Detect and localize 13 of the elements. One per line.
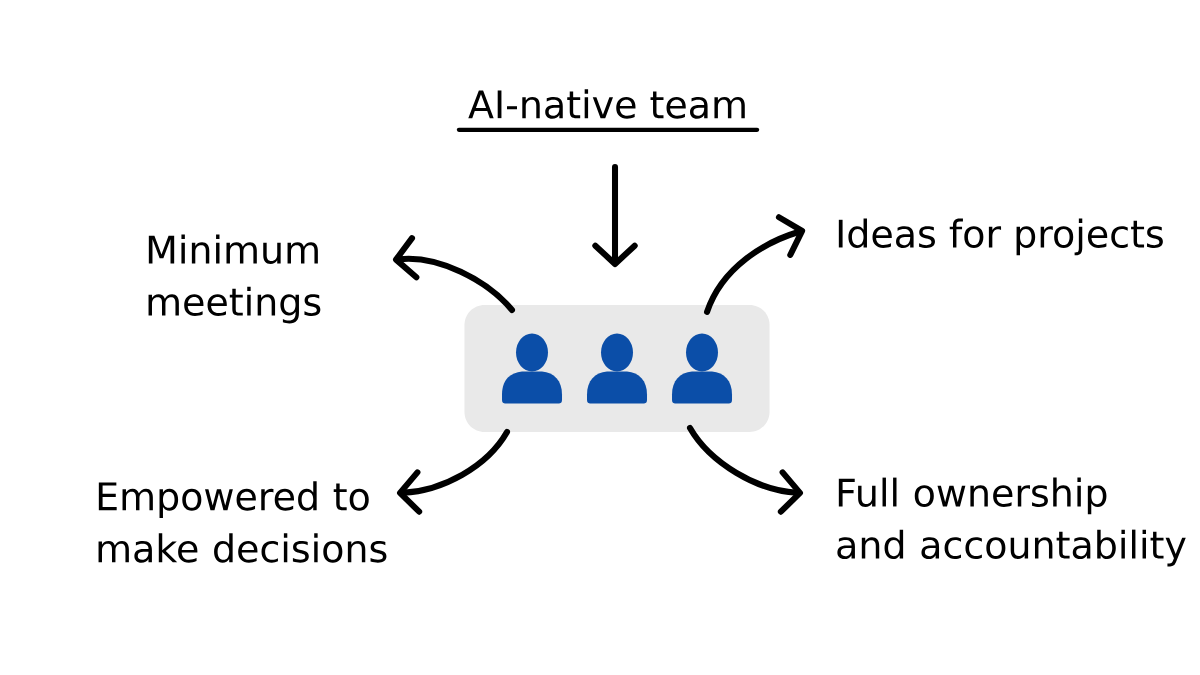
curved-arrow bbox=[704, 214, 806, 316]
curved-arrow bbox=[393, 235, 516, 314]
curved-arrow bbox=[687, 424, 803, 515]
person-icon bbox=[587, 333, 647, 404]
text-label: Empowered to make decisions bbox=[98, 481, 387, 563]
arrow bbox=[592, 163, 638, 267]
person-icon bbox=[502, 333, 562, 404]
curved-arrow bbox=[397, 428, 511, 515]
person-icon bbox=[672, 333, 732, 404]
text-label: Minimum meetings bbox=[148, 234, 321, 324]
underlined-heading: AI-native team bbox=[456, 89, 760, 132]
text-label: Full ownership and accountability bbox=[837, 477, 1186, 567]
text-label: Ideas for projects bbox=[838, 218, 1163, 256]
